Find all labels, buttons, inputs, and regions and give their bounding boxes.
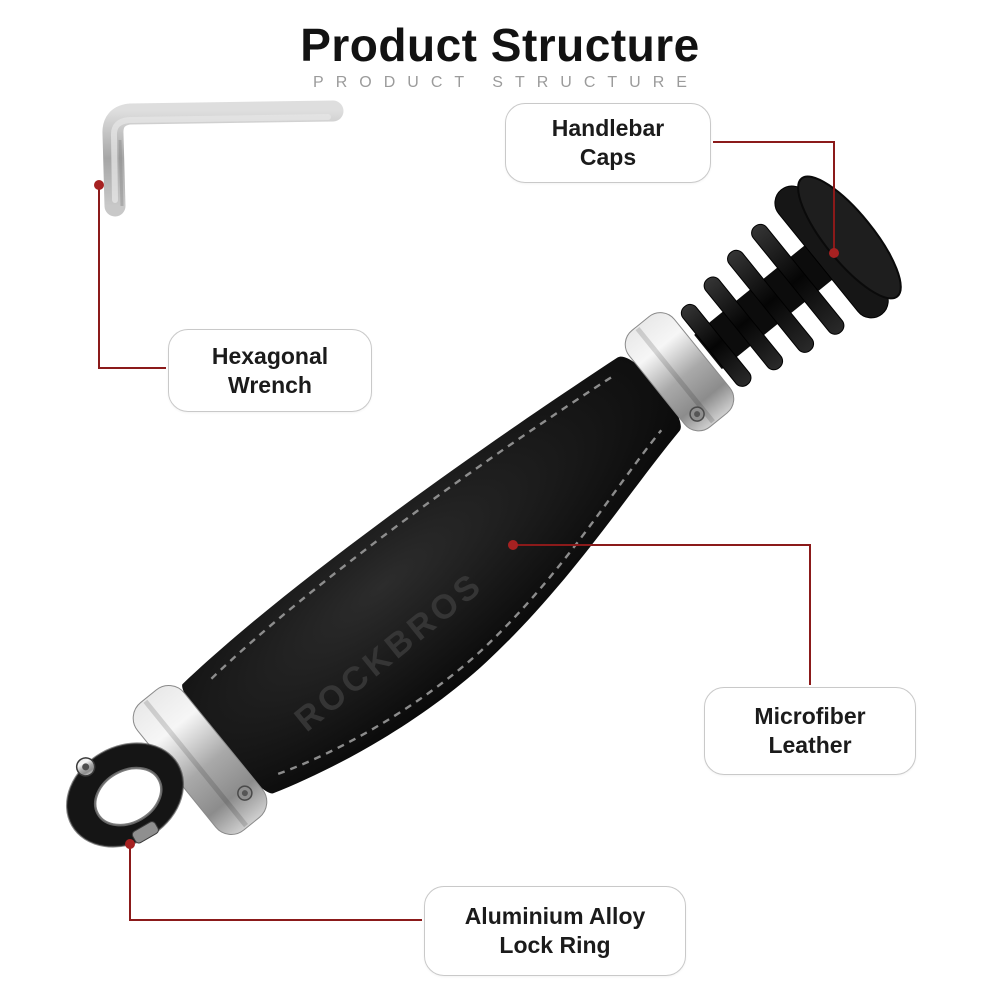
label-microfiber-leather: Microfiber Leather [704,687,916,775]
callout-dot-handlebar [829,248,839,258]
page-title: Product Structure [300,19,700,71]
callout-line-microfiber [516,544,811,685]
callout-line-lockring [129,846,422,921]
grip-stitching-top [210,373,617,680]
label-hexagonal-wrench: Hexagonal Wrench [168,329,372,412]
label-hexagonal-wrench-text: Hexagonal Wrench [211,342,329,398]
hexagonal-wrench-image [102,100,344,217]
label-lock-ring-text: Aluminium Alloy Lock Ring [464,903,646,958]
grip-stitching-bottom [277,429,663,776]
callout-line-wrench [98,187,166,369]
callout-line-handlebar [713,141,835,251]
callout-dot-microfiber [508,540,518,550]
handlebar-cap-image [680,175,902,387]
label-microfiber-leather-text: Microfiber Leather [754,703,866,758]
callout-dot-lockring [125,839,135,849]
label-handlebar-caps: Handlebar Caps [505,103,711,183]
lock-ring-image [65,742,185,848]
callout-dots [94,180,839,849]
callout-dot-wrench [94,180,104,190]
page-header: Product Structure PRODUCT STRUCTURE [0,18,1000,92]
callout-lines [98,141,835,921]
label-handlebar-caps-text: Handlebar Caps [551,115,665,170]
grip-top-ring [624,312,735,432]
label-lock-ring: Aluminium Alloy Lock Ring [424,886,686,976]
page-subtitle: PRODUCT STRUCTURE [313,74,699,91]
grip-body-image: ROCKBROS [132,312,735,835]
grip-leather-surface [182,356,681,794]
